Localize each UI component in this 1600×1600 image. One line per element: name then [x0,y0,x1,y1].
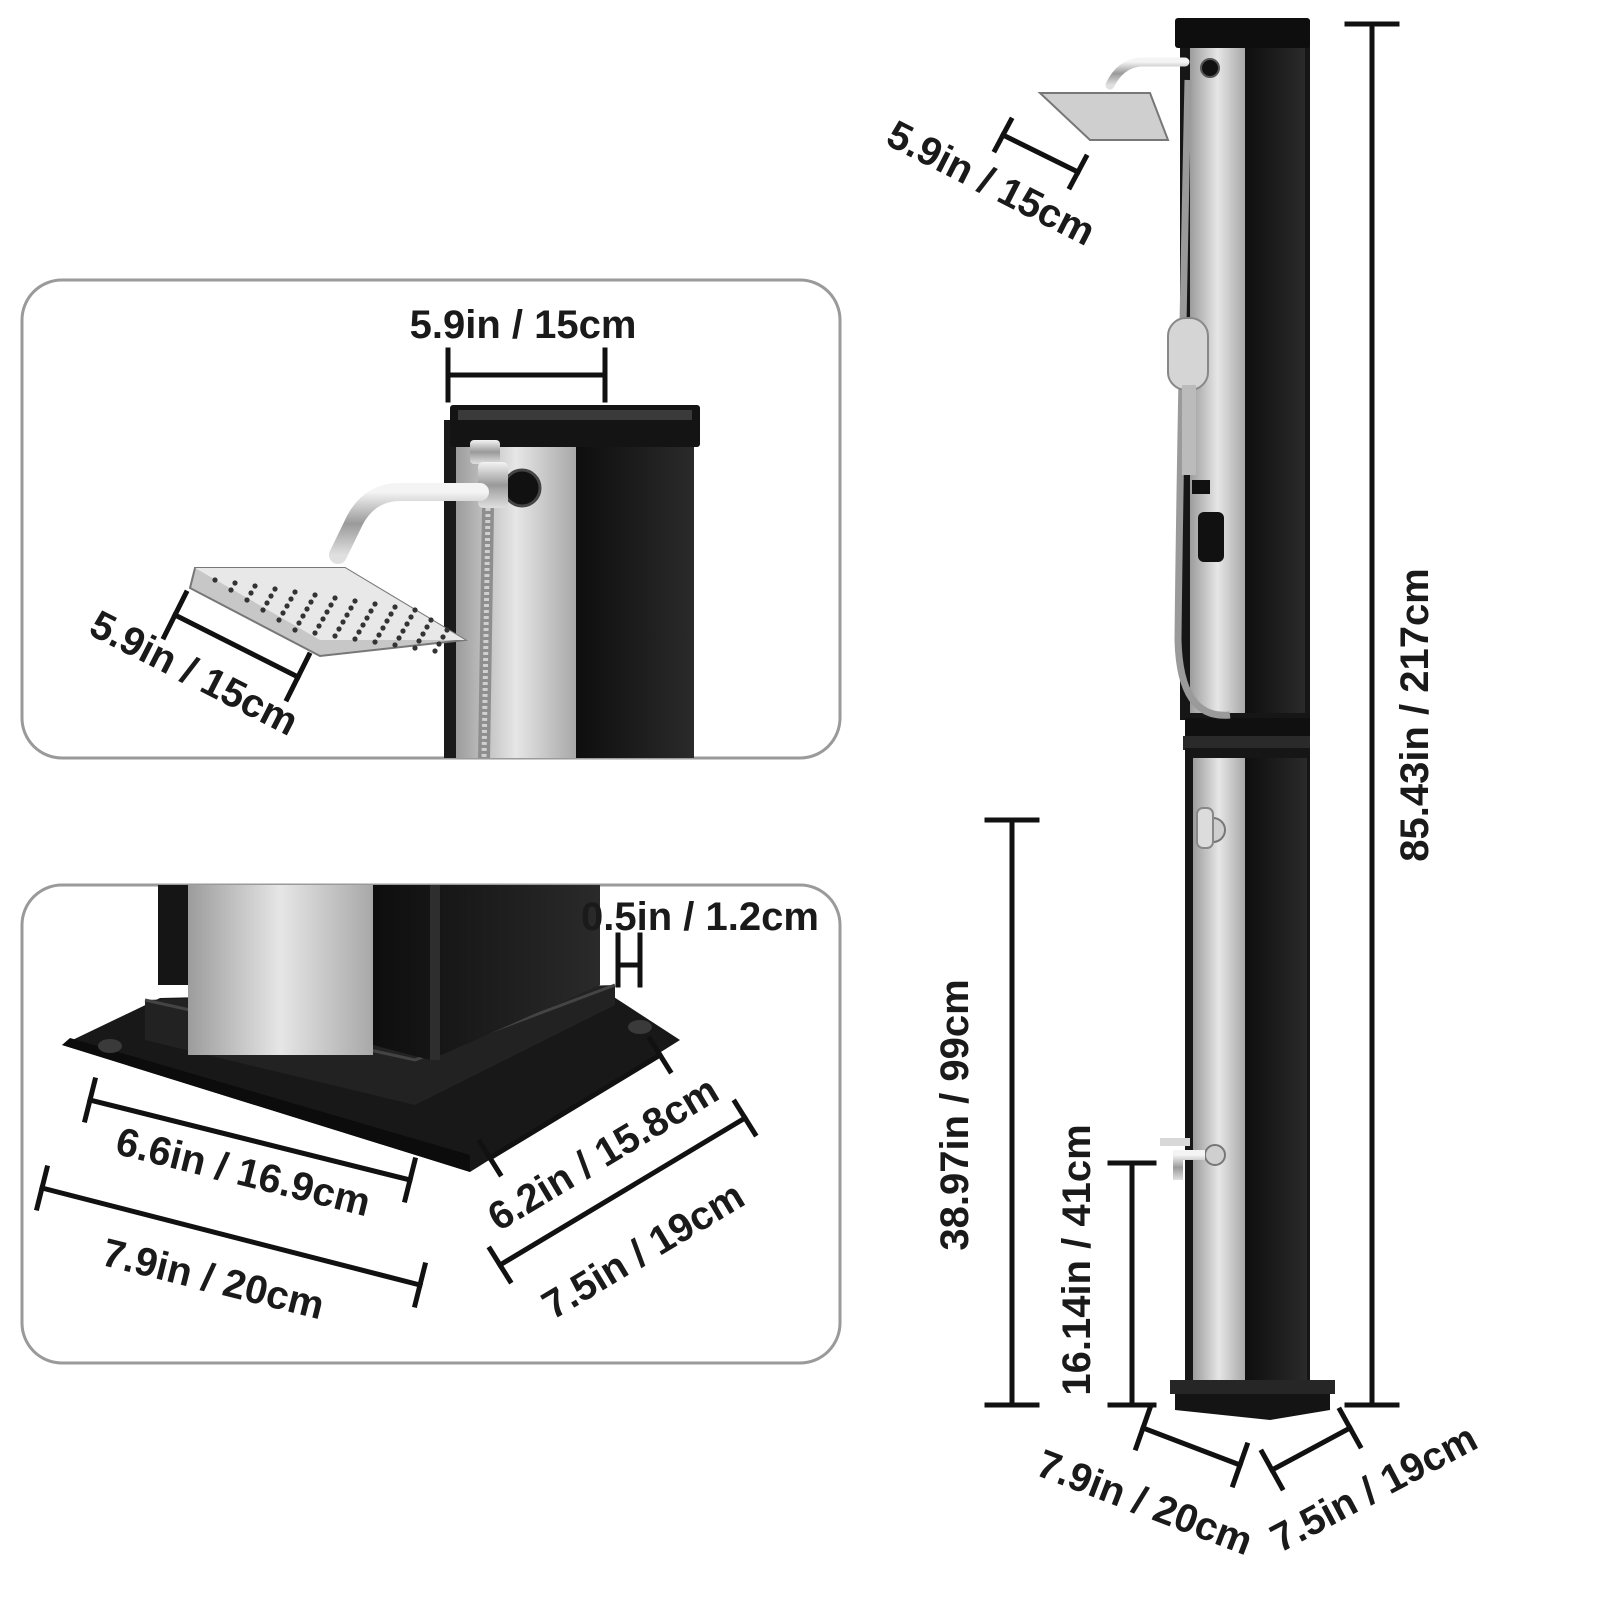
nozzle-dot [372,639,378,645]
nozzle-dot [396,635,402,641]
nozzle-dot [384,618,390,624]
nozzle-dot [348,605,354,611]
wall-thickness-label: 0.5in / 1.2cm [581,895,819,939]
nozzle-dot [300,613,306,619]
nozzle-dot [416,638,422,644]
top-detail-panel: 5.9in / 15cm 5.9in / 15cm [20,278,842,760]
nozzle-dot [444,627,450,633]
full-shower-view: 5.9in / 15cm 85.43in / 217cm 38.97in / 9… [880,18,1484,1564]
nozzle-dot [428,617,434,623]
nozzle-dot [332,595,338,601]
nozzle-dot [368,608,374,614]
nozzle-dot [312,630,318,636]
nozzle-dot [248,590,254,596]
nozzle-dot [380,625,386,631]
full-shower-head-label: 5.9in / 15cm [880,112,1102,254]
nozzle-dot [412,607,418,613]
nozzle-dot [328,602,334,608]
base-depth-label: 7.5in / 19cm [1263,1416,1484,1561]
nozzle-dot [432,648,438,654]
nozzle-dot [408,614,414,620]
top-width-dimension: 5.9in / 15cm [410,303,637,403]
full-shower-head-dimension: 5.9in / 15cm [880,112,1102,254]
nozzle-dot [228,587,234,593]
nozzle-dot [332,633,338,639]
nozzle-dot [244,597,250,603]
nozzle-dot [412,645,418,651]
nozzle-dot [312,592,318,598]
nozzle-dot [436,641,442,647]
base-width-dimension: 7.9in / 20cm [1031,1404,1258,1564]
total-height-dimension: 85.43in / 217cm [1344,21,1437,1408]
nozzle-dot [392,642,398,648]
top-column-illustration [188,405,700,758]
valve-height-dimension: 38.97in / 99cm [933,817,1040,1408]
nozzle-dot [344,612,350,618]
tap-height-dimension: 16.14in / 41cm [1055,1124,1157,1408]
valve-height-label: 38.97in / 99cm [933,979,977,1250]
nozzle-dot [292,627,298,633]
nozzle-dot [340,619,346,625]
nozzle-dot [288,596,294,602]
nozzle-dot [320,616,326,622]
nozzle-dot [276,617,282,623]
nozzle-dot [364,615,370,621]
base-depth-dimension: 7.5in / 19cm [1258,1406,1484,1561]
nozzle-dot [268,593,274,599]
nozzle-dot [272,586,278,592]
top-panel-frame [20,278,842,760]
nozzle-dot [388,611,394,617]
nozzle-dot [352,598,358,604]
nozzle-dot [376,632,382,638]
tap-height-label: 16.14in / 41cm [1055,1124,1099,1395]
nozzle-dot [424,624,430,630]
top-width-label: 5.9in / 15cm [410,303,637,347]
full-column [1170,18,1335,1420]
nozzle-dot [404,621,410,627]
nozzle-dot [392,604,398,610]
nozzle-dot [400,628,406,634]
nozzle-dot [336,626,342,632]
nozzle-dot [292,589,298,595]
nozzle-dot [260,607,266,613]
nozzle-dot [232,580,238,586]
wall-thickness-dimension: 0.5in / 1.2cm [581,895,819,988]
nozzle-dot [316,623,322,629]
base-illustration [62,885,680,1172]
nozzle-dot [264,600,270,606]
nozzle-dot [252,583,258,589]
nozzle-dot [360,622,366,628]
nozzle-dot [372,601,378,607]
top-shower-nozzles [212,577,450,654]
nozzle-dot [324,609,330,615]
nozzle-dot [308,599,314,605]
full-shower-fittings [1037,57,1231,1180]
total-height-label: 85.43in / 217cm [1393,568,1437,862]
nozzle-dot [420,631,426,637]
nozzle-dot [352,636,358,642]
nozzle-dot [304,606,310,612]
nozzle-dot [280,610,286,616]
nozzle-dot [212,577,218,583]
nozzle-dot [356,629,362,635]
nozzle-dot [440,634,446,640]
base-detail-panel: 0.5in / 1.2cm 6.6in / 16.9cm 7.9in / 20c… [20,883,842,1365]
nozzle-dot [284,603,290,609]
nozzle-dot [296,620,302,626]
